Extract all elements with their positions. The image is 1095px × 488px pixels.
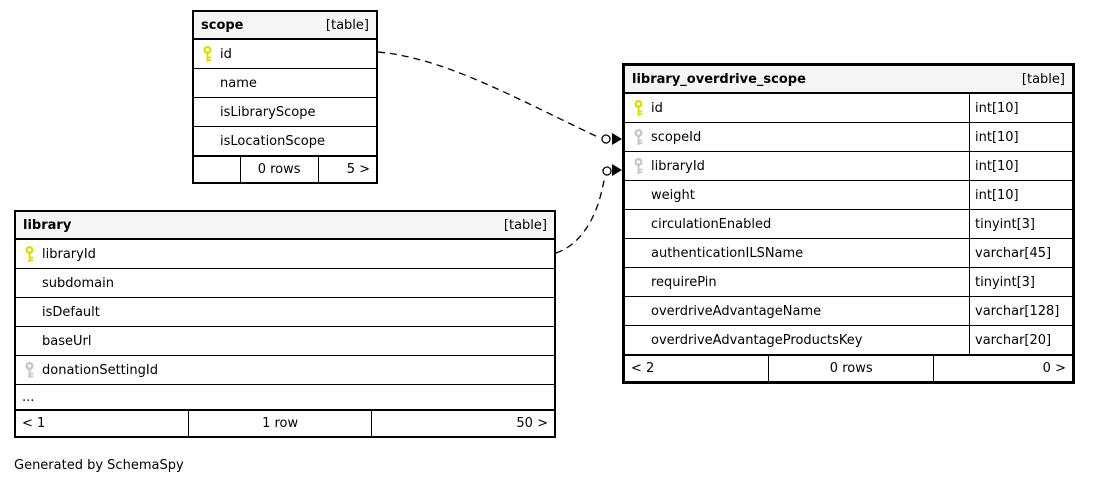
generated-by-note: Generated by SchemaSpy <box>14 458 184 473</box>
column-type: int[10] <box>969 152 1072 180</box>
column-name: baseUrl <box>42 333 92 349</box>
column-name: subdomain <box>42 275 114 291</box>
primary-key-icon <box>203 46 212 62</box>
table-library-overdrive-scope-header[interactable]: library_overdrive_scope [table] <box>625 66 1072 94</box>
column-name: scopeId <box>651 129 702 145</box>
foreign-key-icon <box>25 362 34 378</box>
column-name: overdriveAdvantageName <box>651 303 822 319</box>
column-type: varchar[20] <box>969 326 1072 354</box>
column-row-islocationscope: isLocationScope <box>194 127 376 156</box>
column-type: tinyint[3] <box>969 210 1072 238</box>
related-count: 5 > <box>317 157 376 182</box>
column-name: weight <box>651 187 695 203</box>
truncated-columns-ellipsis: ... <box>16 385 554 410</box>
table-name[interactable]: library <box>23 217 72 233</box>
primary-key-icon <box>634 100 643 116</box>
column-name: libraryId <box>42 246 96 262</box>
row-count: 0 rows <box>239 157 318 182</box>
column-row-scopeid: scopeId int[10] <box>625 123 1072 152</box>
table-library-overdrive-scope: library_overdrive_scope [table] id int[1… <box>622 63 1075 384</box>
column-name: id <box>651 100 663 116</box>
column-type: int[10] <box>969 181 1072 209</box>
column-name: id <box>220 46 232 62</box>
row-count: 1 row <box>188 411 371 436</box>
table-badge: [table] <box>1021 71 1065 87</box>
table-library: library [table] libraryId subdomain isDe… <box>14 210 556 438</box>
related-count: 0 > <box>933 356 1072 381</box>
column-row-name: name <box>194 69 376 98</box>
column-row-id: id <box>194 40 376 69</box>
column-type: varchar[45] <box>969 239 1072 267</box>
column-row-baseurl: baseUrl <box>16 327 554 356</box>
table-library-footer: < 1 1 row 50 > <box>16 410 554 436</box>
column-name: requirePin <box>651 274 717 290</box>
table-name[interactable]: library_overdrive_scope <box>632 71 806 87</box>
column-type: varchar[128] <box>969 297 1072 325</box>
column-name: overdriveAdvantageProductsKey <box>651 332 863 348</box>
column-name: authenticationILSName <box>651 245 804 261</box>
footer-left <box>194 157 240 182</box>
table-scope-footer: 0 rows 5 > <box>194 156 376 182</box>
column-row-islibraryscope: isLibraryScope <box>194 98 376 127</box>
column-name: name <box>220 75 257 91</box>
column-type: tinyint[3] <box>969 268 1072 296</box>
table-name[interactable]: scope <box>201 17 244 33</box>
column-row-authenticationilsname: authenticationILSName varchar[45] <box>625 239 1072 268</box>
column-row-isdefault: isDefault <box>16 298 554 327</box>
column-row-donationsettingid: donationSettingId <box>16 356 554 385</box>
fk-connector-scope-id-to-scopeid <box>377 51 622 145</box>
column-row-libraryid: libraryId int[10] <box>625 152 1072 181</box>
fk-connector-library-libraryid-to-libraryid <box>555 164 622 254</box>
column-row-weight: weight int[10] <box>625 181 1072 210</box>
column-name: isDefault <box>42 304 100 320</box>
column-row-overdriveadvantagename: overdriveAdvantageName varchar[128] <box>625 297 1072 326</box>
column-name: donationSettingId <box>42 362 158 378</box>
column-row-libraryid: libraryId <box>16 240 554 269</box>
table-library-overdrive-scope-footer: < 2 0 rows 0 > <box>625 355 1072 381</box>
related-count: 50 > <box>371 411 554 436</box>
table-scope-header[interactable]: scope [table] <box>194 12 376 40</box>
column-row-overdriveadvantageproductskey: overdriveAdvantageProductsKey varchar[20… <box>625 326 1072 355</box>
referenced-by-count: < 2 <box>631 361 655 376</box>
column-name: isLocationScope <box>220 133 325 149</box>
primary-key-icon <box>25 246 34 262</box>
column-type: int[10] <box>969 123 1072 151</box>
table-badge: [table] <box>503 217 547 233</box>
referenced-by-count: < 1 <box>22 416 46 431</box>
column-row-requirepin: requirePin tinyint[3] <box>625 268 1072 297</box>
column-name: circulationEnabled <box>651 216 772 232</box>
table-library-header[interactable]: library [table] <box>16 212 554 240</box>
column-name: libraryId <box>651 158 705 174</box>
foreign-key-icon <box>634 158 643 174</box>
column-row-id: id int[10] <box>625 94 1072 123</box>
row-count: 0 rows <box>768 356 933 381</box>
column-row-circulationenabled: circulationEnabled tinyint[3] <box>625 210 1072 239</box>
column-row-subdomain: subdomain <box>16 269 554 298</box>
foreign-key-icon <box>634 129 643 145</box>
table-badge: [table] <box>325 17 369 33</box>
column-type: int[10] <box>969 94 1072 122</box>
column-name: isLibraryScope <box>220 104 316 120</box>
table-scope: scope [table] id name isLibraryScope isL… <box>192 10 378 184</box>
